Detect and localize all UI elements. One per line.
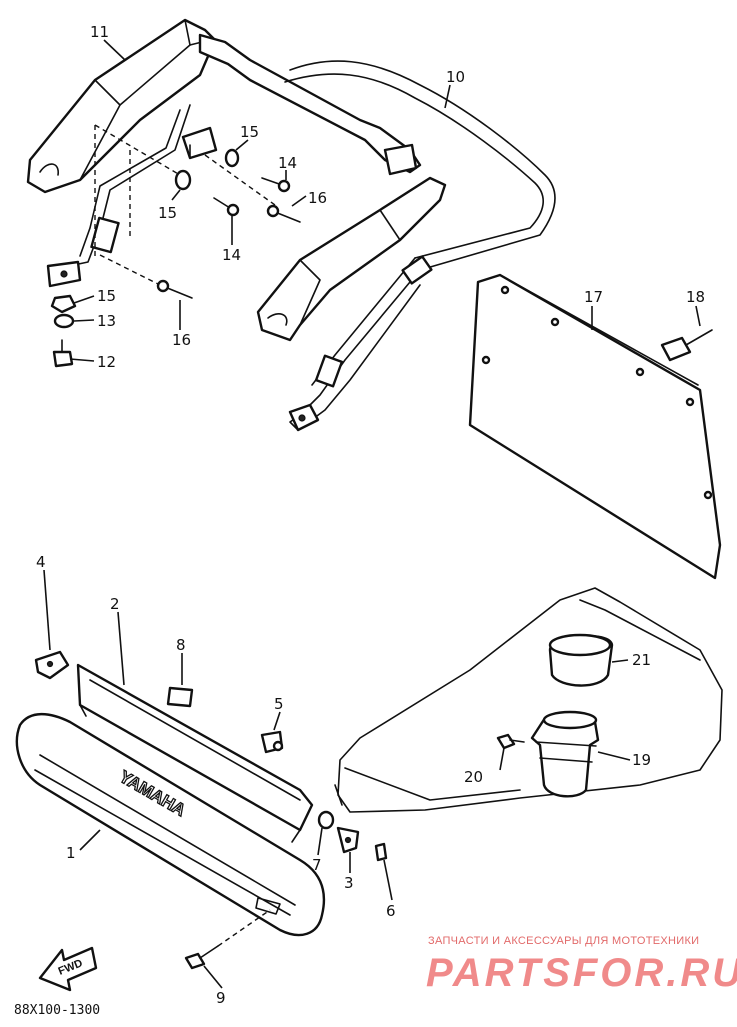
fwd-arrow-icon: FWD xyxy=(38,946,98,992)
part-4-bracket xyxy=(34,650,70,680)
callout-15-lower: 15 xyxy=(97,287,116,305)
diagram-code: 88X100-1300 xyxy=(14,1003,100,1018)
part-11-left-rail xyxy=(26,18,217,194)
part-14-screws-upper xyxy=(213,177,291,217)
callout-5: 5 xyxy=(274,695,284,713)
callout-14-lower: 14 xyxy=(222,246,241,264)
callout-17: 17 xyxy=(584,288,603,306)
part-3-bracket xyxy=(336,826,360,854)
callout-8: 8 xyxy=(176,636,186,654)
callout-14-upper: 14 xyxy=(278,154,297,172)
callout-9: 9 xyxy=(216,989,226,1007)
callout-16-lower: 16 xyxy=(172,331,191,349)
fuel-tank-outline xyxy=(334,587,723,813)
part-7-washer xyxy=(317,810,335,830)
callout-3: 3 xyxy=(344,874,354,892)
callout-21: 21 xyxy=(632,651,651,669)
callout-10: 10 xyxy=(446,68,465,86)
callout-20: 20 xyxy=(464,768,483,786)
callout-16-upper: 16 xyxy=(308,189,327,207)
part-1-front-cowl: YAMAHA xyxy=(15,712,326,937)
callout-15-middle: 15 xyxy=(158,204,177,222)
part-13-washer xyxy=(53,313,75,329)
callout-2: 2 xyxy=(110,595,120,613)
watermark-tagline: ЗАПЧАСТИ И АКСЕССУАРЫ ДЛЯ МОТОТЕХНИКИ xyxy=(428,935,699,947)
part-15-nut xyxy=(50,294,77,314)
callout-13: 13 xyxy=(97,312,116,330)
part-2-cover-strip xyxy=(76,663,314,843)
callout-15-upper: 15 xyxy=(240,123,259,141)
part-11-right-rail xyxy=(256,176,447,342)
part-16-bolts xyxy=(156,204,301,299)
callout-11: 11 xyxy=(90,23,109,41)
callout-4: 4 xyxy=(36,553,46,571)
watermark-logo: PARTSFOR.RU xyxy=(426,951,737,995)
part-17-panel xyxy=(468,273,722,580)
part-12-bolt xyxy=(52,339,74,368)
part-6-clip xyxy=(374,842,388,862)
part-15-washer-upper xyxy=(174,148,240,191)
part-8-label xyxy=(166,686,194,708)
part-20-screw xyxy=(496,733,525,750)
callout-7: 7 xyxy=(312,856,322,874)
part-10-frame-bar xyxy=(46,33,556,432)
callout-18: 18 xyxy=(686,288,705,306)
callout-12: 12 xyxy=(97,353,116,371)
part-18-rivet xyxy=(660,329,713,362)
part-21-cap xyxy=(548,633,614,687)
leader-lines xyxy=(43,39,701,989)
callout-6: 6 xyxy=(386,902,396,920)
callout-19: 19 xyxy=(632,751,651,769)
part-19-filler-neck xyxy=(530,710,600,798)
part-5-clip xyxy=(260,730,284,754)
part-9-screw xyxy=(184,945,219,970)
callout-1: 1 xyxy=(66,844,76,862)
